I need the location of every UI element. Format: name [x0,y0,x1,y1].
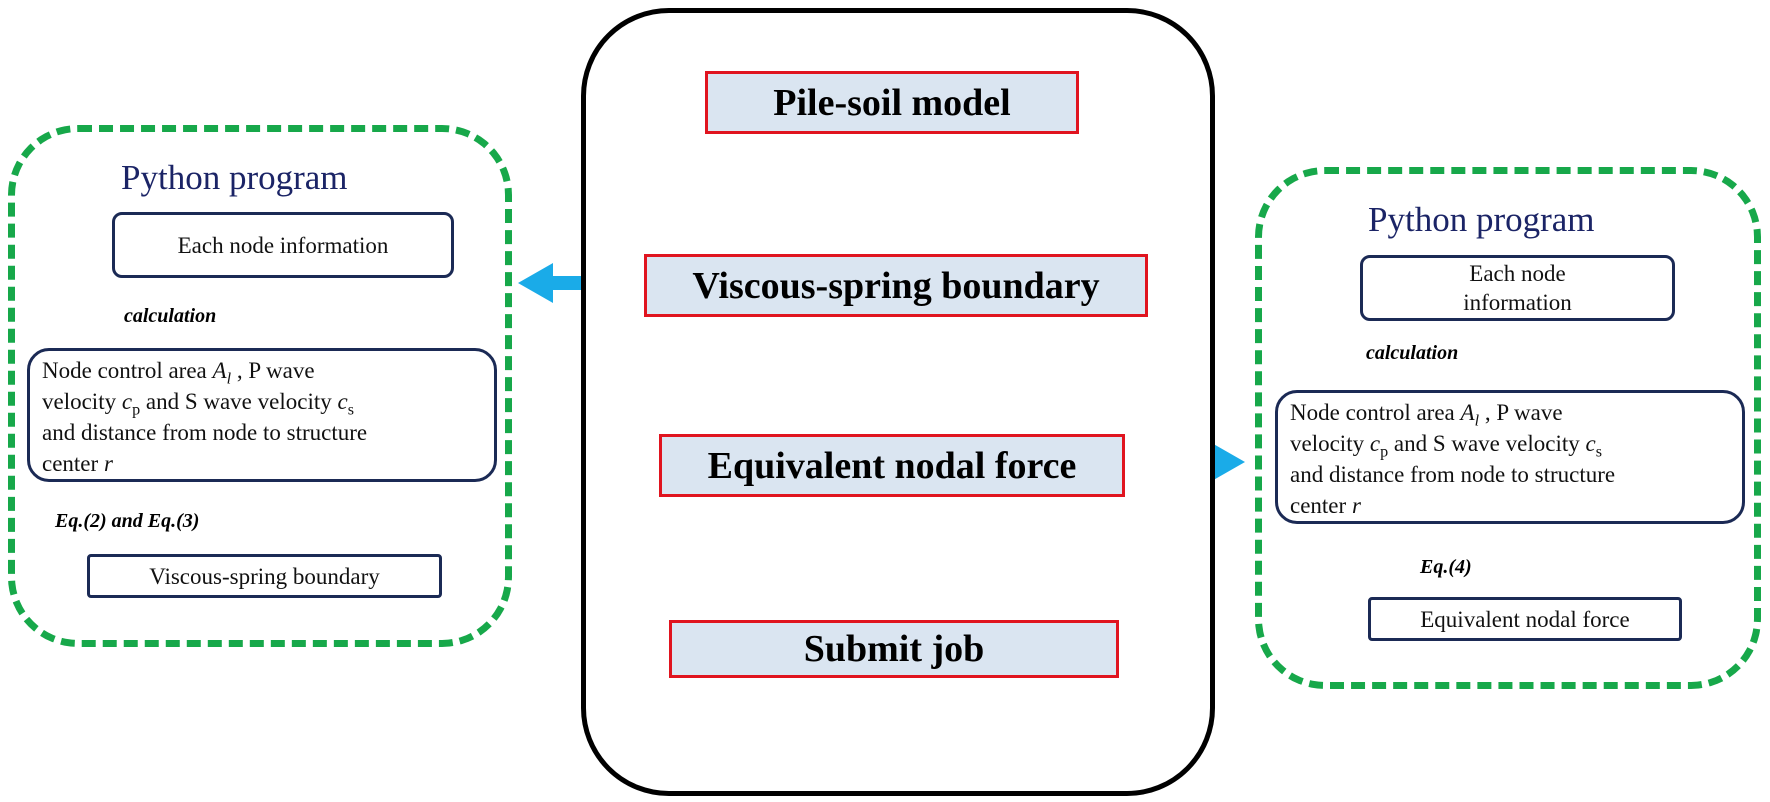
right-node-info-line-2: information [1463,290,1572,315]
step-viscous-spring-boundary: Viscous-spring boundary [644,254,1148,317]
left-detail-line-2: velocity cp and S wave velocity cs [42,389,354,419]
step-submit-job: Submit job [669,620,1119,678]
right-detail-line-3: and distance from node to structure [1290,462,1616,487]
right-node-info-line-1: Each node [1469,261,1566,286]
left-result-box: Viscous-spring boundary [87,554,442,598]
arrow-boundary-to-left-panel [518,263,637,303]
right-panel-title: Python program [1368,200,1595,239]
right-node-info-box: Each node information [1360,255,1675,321]
right-detail-line-2: velocity cp and S wave velocity cs [1290,431,1602,461]
right-detail-line-1: Node control area Al , P wave [1290,400,1563,430]
left-node-info-box: Each node information [112,212,454,278]
left-node-detail-box: Node control area Al , P wave velocity c… [27,348,497,482]
step-equivalent-nodal-force: Equivalent nodal force [659,434,1125,497]
step-pile-soil-model: Pile-soil model [705,71,1079,134]
left-calculation-label: calculation [124,305,217,327]
left-equation-label: Eq.(2) and Eq.(3) [55,510,200,532]
right-calculation-label: calculation [1366,342,1459,364]
right-equation-label: Eq.(4) [1420,556,1472,578]
right-detail-line-4: center r [1290,493,1361,518]
left-detail-line-1: Node control area Al , P wave [42,358,315,388]
left-detail-line-3: and distance from node to structure [42,420,368,445]
right-result-box: Equivalent nodal force [1368,597,1682,641]
left-panel-title: Python program [121,158,348,197]
right-node-detail-box: Node control area Al , P wave velocity c… [1275,390,1745,524]
left-detail-line-4: center r [42,451,113,476]
